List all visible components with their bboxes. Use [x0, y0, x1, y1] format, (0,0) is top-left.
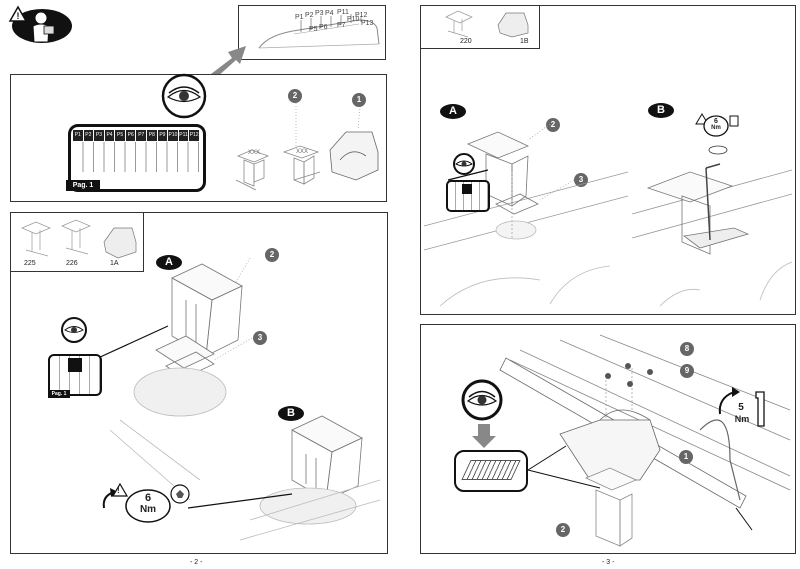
badge-8: 8	[680, 342, 694, 356]
car-label-p13: P13	[361, 20, 374, 27]
badge-3: 3	[253, 331, 267, 345]
mini-reference-table	[446, 180, 490, 212]
table-header-p8: P8	[147, 130, 158, 141]
eye-check-icon	[160, 72, 208, 120]
table-header-p5: P5	[115, 130, 126, 141]
page-number-right: - 3 -	[602, 559, 615, 566]
table-header-p6: P6	[125, 130, 137, 141]
torque-unit: Nm	[711, 125, 721, 131]
step-a-label: A	[156, 255, 182, 270]
parts-legend-box: 225 226 1A	[10, 212, 144, 272]
part-label-xxx-a: XXX	[248, 150, 261, 156]
badge-2: 2	[546, 118, 560, 132]
badge-2: 2	[265, 248, 279, 262]
table-header-p1: P1	[73, 130, 84, 141]
step-b-label: B	[648, 103, 674, 118]
part-label-xxx-b: XXX	[296, 149, 309, 155]
step-b-label: B	[278, 406, 304, 421]
car-label-p4: P4	[325, 10, 334, 17]
table-header-p7: P7	[136, 130, 148, 141]
rack-grid-icon	[454, 450, 528, 492]
table-page-tab: Pag. 1	[66, 180, 100, 191]
torque-value: 6	[714, 118, 718, 125]
car-label-p2: P2	[305, 12, 314, 19]
vehicle-outline-drawing	[258, 14, 380, 49]
table-header-p11: P11	[178, 130, 190, 141]
table-header-p4: P4	[104, 130, 116, 141]
car-label-p12: P12	[355, 12, 368, 19]
page-number-left: - 2 -	[190, 559, 203, 566]
badge-2: 2	[288, 89, 302, 103]
torque-indicator: 6 Nm	[694, 112, 742, 138]
torque-unit: Nm	[734, 414, 750, 424]
car-label-p3: P3	[315, 10, 324, 17]
torque-indicator: 5 Nm	[712, 384, 772, 438]
mini-table-tab-label: Pag. 1	[51, 391, 67, 397]
vehicle-overview-panel: P1 P2 P3 P4 P11 P5 P6 P7 P10 P12 P13	[238, 5, 386, 60]
table-body-grid	[73, 142, 199, 172]
parts-legend-box-right: 220 1B	[420, 5, 540, 49]
part-label-1a: 1A	[110, 260, 119, 267]
torque-indicator: ! 6 Nm	[96, 482, 196, 524]
car-label-p6: P6	[319, 24, 328, 31]
eye-check-icon	[452, 152, 476, 176]
part-label-226: 226	[66, 260, 78, 267]
table-page-tab-label: Pag. 1	[72, 182, 94, 189]
badge-1: 1	[679, 450, 693, 464]
mini-reference-table	[48, 354, 102, 396]
part-label-225: 225	[24, 260, 36, 267]
eye-check-icon	[60, 316, 88, 344]
part-label-220: 220	[460, 38, 472, 45]
warning-reader-icon: !	[8, 4, 72, 44]
table-header-p12: P12	[189, 130, 199, 141]
eye-check-icon	[460, 378, 504, 422]
torque-value: 6	[144, 492, 152, 504]
car-label-p7: P7	[337, 22, 346, 29]
torque-unit: Nm	[139, 504, 157, 515]
table-header-p9: P9	[157, 130, 169, 141]
part-label-1b: 1B	[520, 38, 529, 45]
mini-table-page-tab: Pag. 1	[48, 390, 70, 398]
car-label-p11: P11	[337, 9, 349, 16]
car-label-p1: P1	[295, 14, 304, 21]
instruction-panel-right-mount	[420, 5, 796, 315]
badge-2: 2	[556, 523, 570, 537]
badge-9: 9	[680, 364, 694, 378]
torque-value: 5	[738, 402, 744, 413]
car-label-p5: P5	[309, 26, 318, 33]
warning-mark: !	[117, 486, 120, 495]
table-header-p3: P3	[94, 130, 105, 141]
svg-text:!: !	[17, 11, 20, 21]
badge-1: 1	[352, 93, 366, 107]
step-a-label: A	[440, 104, 466, 119]
table-header-p10: P10	[168, 130, 179, 141]
car-label-p10: P10	[347, 16, 360, 23]
table-header-p2: P2	[83, 130, 95, 141]
